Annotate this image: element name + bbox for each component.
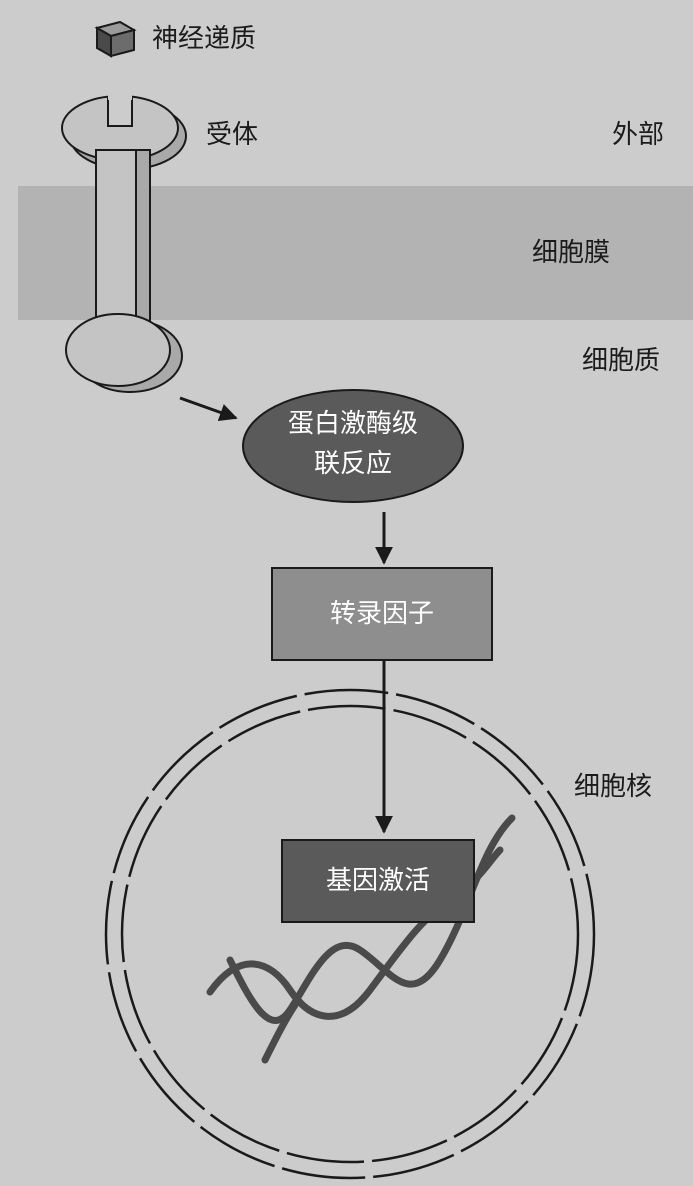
transcription-factor-box: [271, 567, 493, 661]
kinase-cascade-label-line1: 蛋白激酶级: [287, 409, 418, 439]
nucleus-envelope-inner: [120, 704, 580, 1164]
receptor-icon: [61, 94, 187, 393]
neurotransmitter-cube-icon: [94, 20, 137, 58]
arrow-receptor-to-cascade: [179, 396, 238, 422]
gene-activation-label: 基因激活: [325, 866, 430, 896]
receptor-label: 受体: [206, 120, 259, 150]
nucleus-label: 细胞核: [574, 772, 653, 802]
cytoplasm-label: 细胞质: [582, 346, 661, 376]
neurotransmitter-label: 神经递质: [152, 24, 257, 54]
gene-activation-box: [281, 839, 475, 923]
outside-label: 外部: [612, 120, 665, 150]
nucleus-envelope-outer: [104, 688, 596, 1180]
kinase-cascade-label-line2: 联反应: [313, 449, 392, 479]
transcription-factor-label: 转录因子: [329, 599, 434, 629]
cell-membrane-label: 细胞膜: [532, 238, 611, 268]
kinase-cascade-ellipse: [242, 389, 464, 503]
